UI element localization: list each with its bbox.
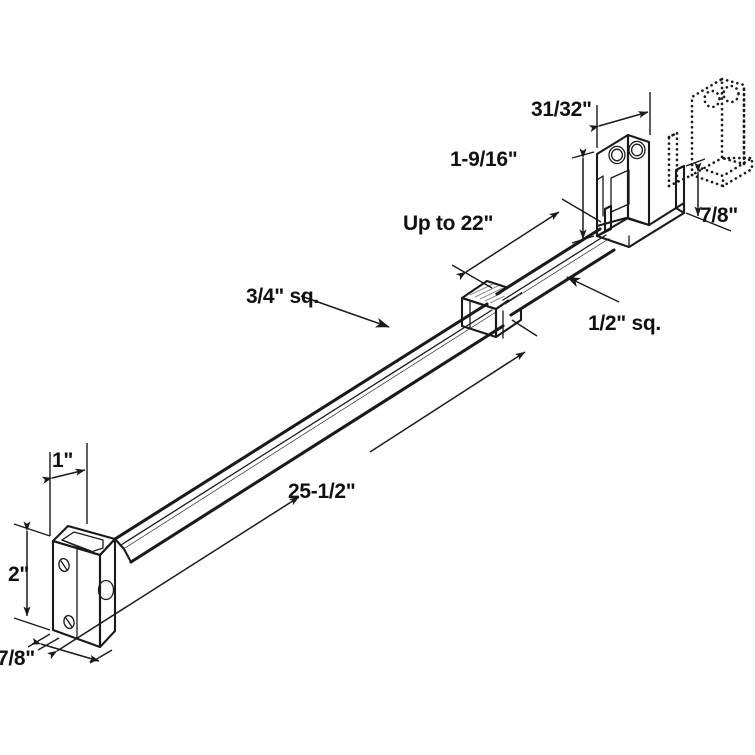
dimension-label-3-4-sq: 3/4" sq.	[246, 285, 319, 308]
callout-inner-tube-size: 1/2" sq.	[566, 276, 661, 335]
callout-outer-tube-size: 3/4" sq.	[246, 285, 390, 328]
dimension-bracket-width-top: 31/32"	[531, 92, 651, 148]
dimension-bracket-height: 1-9/16"	[450, 148, 595, 244]
dimension-end-bracket-depth: 7/8"	[0, 633, 113, 670]
phantom-bracket	[667, 76, 754, 188]
right-hook-bracket	[595, 133, 686, 249]
left-end-bracket	[51, 524, 117, 649]
dimension-label-up-to-22: Up to 22"	[403, 212, 493, 235]
dimension-label-31-32: 31/32"	[531, 98, 592, 121]
dimension-end-bracket-width: 1"	[41, 443, 88, 536]
dimension-label-1-9-16: 1-9/16"	[450, 148, 517, 171]
dimension-label-1-2-sq: 1/2" sq.	[588, 312, 661, 335]
mounting-hole-left	[608, 145, 626, 165]
dimension-label-7-8-depth: 7/8"	[0, 647, 35, 670]
dimension-label-2-inch: 2"	[8, 563, 29, 586]
outer-tube	[113, 302, 505, 564]
dimension-label-7-8-hook: 7/8"	[700, 204, 738, 227]
dimension-label-25-1-2: 25-1/2"	[288, 480, 355, 503]
dimension-extension-range: Up to 22"	[403, 198, 602, 289]
dimension-overall-length: 25-1/2"	[37, 319, 538, 660]
dimension-label-1-inch: 1"	[52, 449, 73, 472]
dimension-hook-depth: 7/8"	[685, 158, 738, 232]
inner-tube	[495, 227, 616, 317]
mounting-hole-right	[628, 140, 646, 160]
dimension-end-bracket-height: 2"	[8, 521, 51, 631]
